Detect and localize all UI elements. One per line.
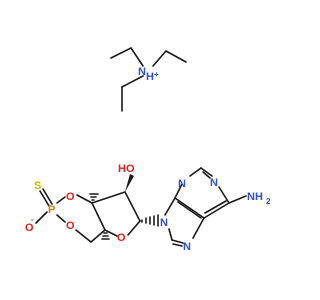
adenine-base: N N N N N NH 2 (160, 167, 271, 253)
adenine-bond (171, 239, 184, 244)
o-minus-label: O (25, 222, 34, 234)
p-ominus-bond (35, 211, 48, 224)
adenine-bond (192, 217, 205, 239)
phosphorus-label: P (48, 204, 55, 216)
ammonium-h-label: H (146, 71, 154, 83)
c2-c1-bond (124, 191, 141, 222)
adenine-bond (189, 167, 202, 177)
ethyl-bond (165, 50, 187, 63)
ring-o-top-label: O (66, 191, 75, 203)
ammonium-charge: + (154, 70, 159, 79)
adenine-bond (203, 202, 230, 219)
adenine-bond (204, 200, 227, 214)
ring-o-bottom-label: O (66, 220, 75, 232)
ribose-phosphate-ring: S P O O O - HO O (25, 163, 159, 244)
ethyl-bond (130, 47, 144, 67)
adenine-n1-label: N (210, 177, 218, 189)
amine-bond (228, 195, 247, 204)
o-c3-bond (76, 194, 93, 204)
adenine-bond (168, 228, 173, 241)
ethyl-bond (110, 47, 132, 59)
adenine-n3-label: N (178, 178, 186, 190)
adenine-n9-label: N (160, 217, 168, 229)
o-minus-charge: - (31, 215, 34, 224)
structure-svg: N H + (25, 47, 271, 253)
furanose-o-label: O (117, 232, 126, 244)
amine-label: NH (247, 191, 263, 203)
ethyl-bond (121, 75, 144, 88)
triethylammonium-cation: N H + (110, 47, 187, 112)
adenine-n7-label: N (183, 241, 191, 253)
o-c5-bond (75, 229, 92, 243)
p-s-double-bond (42, 188, 53, 205)
o4-c4-bond (104, 229, 118, 237)
p-s-double-bond (39, 190, 50, 207)
adenine-bond (202, 171, 211, 179)
c4-c3-bond (91, 202, 106, 231)
c3-c2-bond (91, 191, 126, 204)
adenine-bond (218, 186, 230, 204)
amine-subscript: 2 (266, 197, 271, 206)
c1-n9-hash (141, 214, 159, 227)
c5-c4-bond (90, 229, 106, 243)
ammonium-n-label: N (138, 66, 146, 78)
adenine-bond (174, 183, 183, 199)
adenine-bond (200, 167, 213, 177)
hydroxyl-label: HO (118, 163, 135, 175)
p-o-bond (56, 214, 66, 223)
c3-stereo-hash (89, 193, 99, 201)
p-o-bond (56, 196, 66, 204)
adenine-bond (164, 197, 176, 216)
adenine-bond (177, 201, 202, 219)
sulfur-label: S (34, 180, 41, 192)
molecule-canvas: N H + (25, 47, 271, 253)
c4-stereo-hash (101, 232, 110, 240)
adenine-bond (172, 243, 183, 247)
c2-oh-wedge (125, 174, 134, 192)
adenine-bond (174, 197, 205, 219)
c1-o4-bond (127, 220, 141, 236)
ethyl-bond (152, 50, 167, 67)
